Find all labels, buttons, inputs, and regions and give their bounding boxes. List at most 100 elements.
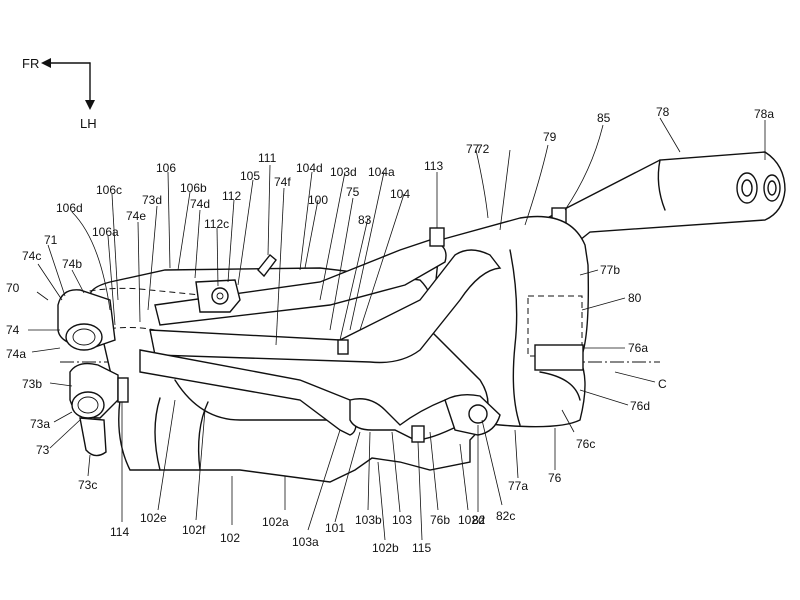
label-101: 101 (325, 521, 345, 535)
leader-102b (377, 461, 386, 541)
label-106b: 106b (180, 181, 207, 195)
leader-74c (37, 263, 63, 301)
leader-101 (334, 431, 361, 523)
label-76c: 76c (576, 437, 595, 451)
leader-76c (561, 409, 575, 433)
leader-103b (367, 431, 371, 511)
sensor-body (211, 287, 229, 305)
label-112c: 112c (204, 217, 229, 231)
label-76d: 76d (630, 399, 650, 413)
leader-106a (107, 235, 116, 326)
label-73: 73 (36, 443, 50, 457)
leader-102d (459, 443, 469, 511)
leader-73d (147, 205, 158, 311)
label-104a: 104a (368, 165, 395, 179)
pipe-104 (149, 249, 502, 364)
flange-bolt (468, 404, 488, 424)
leader-76b (429, 431, 439, 511)
leader-106d (71, 211, 111, 311)
silencer-seam-77a (509, 249, 521, 426)
leader-77b (579, 269, 599, 276)
label-106a: 106a (92, 225, 119, 239)
label-77: 77 (466, 142, 480, 156)
leader-74f (275, 187, 285, 346)
label-114: 114 (110, 525, 129, 539)
tail-pipe-78 (518, 151, 786, 245)
fr-arrow-head (41, 58, 51, 68)
port-73c (79, 417, 107, 457)
leader-75 (329, 197, 354, 331)
case-ridge (174, 379, 341, 421)
outlet-left-inner (741, 179, 753, 197)
leader-104 (359, 193, 405, 331)
mount-bolts (117, 227, 445, 443)
port-74-opening (65, 323, 103, 351)
leader-103a (307, 429, 341, 531)
leader-106b (177, 191, 191, 271)
label-74d: 74d (190, 197, 210, 211)
leader-70 (36, 291, 49, 301)
label-103b: 103b (355, 513, 382, 527)
leader-73 (49, 419, 81, 449)
leader-103 (391, 431, 401, 513)
label-77a: 77a (508, 479, 528, 493)
port-73 (69, 362, 119, 457)
label-77b: 77b (600, 263, 620, 277)
leader-100 (304, 199, 319, 269)
label-74f: 74f (274, 175, 291, 189)
label-115: 115 (412, 541, 431, 555)
label-105: 105 (240, 169, 260, 183)
pipe-hidden-path (69, 287, 211, 297)
leader-79 (524, 144, 549, 226)
tail-pipe-body (518, 151, 786, 245)
label-102b: 102b (372, 541, 399, 555)
label-74: 74 (6, 323, 20, 337)
label-74b: 74b (62, 257, 82, 271)
leader-106 (167, 171, 171, 269)
direction-indicator: FR LH (22, 56, 97, 131)
label-106: 106 (156, 161, 176, 175)
label-79: 79 (543, 130, 557, 144)
port-73-opening (71, 391, 105, 419)
label-76: 76 (548, 471, 562, 485)
leader-104a (349, 171, 385, 331)
leader-73c (87, 454, 91, 477)
leader-71 (47, 244, 66, 297)
label-85: 85 (597, 111, 611, 125)
label-70: 70 (6, 281, 20, 295)
port-74 (57, 289, 116, 351)
silencer-band-76a (534, 344, 584, 371)
leader-74d (194, 209, 201, 279)
bolt-113 (429, 227, 445, 247)
label-75: 75 (346, 185, 360, 199)
leader-112 (227, 199, 235, 283)
leader-106c (111, 193, 119, 301)
leader-74a (31, 347, 61, 353)
leader-72 (499, 149, 511, 231)
label-73d: 73d (142, 193, 162, 207)
label-104d: 104d (296, 161, 323, 175)
label-106d: 106d (56, 201, 83, 215)
label-111: 111 (258, 151, 277, 165)
label-102d: 102d (458, 513, 485, 527)
bolt-115 (411, 425, 425, 443)
silencer-seam-76d (539, 371, 581, 401)
lh-arrow-head (85, 100, 95, 110)
port-74-inner (72, 328, 96, 346)
label-80: 80 (628, 291, 642, 305)
bolt-114 (117, 377, 129, 403)
label-76a: 76a (628, 341, 648, 355)
leader-73b (49, 382, 73, 387)
case-edge-102e (154, 397, 161, 471)
leader-104d (299, 171, 313, 271)
leader-76d (579, 389, 629, 406)
flange-82 (444, 393, 501, 436)
leader-82c (481, 419, 503, 506)
tail-pipe-seam (657, 159, 666, 211)
leader-102e (157, 399, 176, 511)
leader-85 (564, 124, 604, 211)
leader-78 (659, 117, 681, 153)
reference-labels: 70 71 72 73 73a 73b 73c 73d 74 74a 74b 7… (6, 105, 774, 555)
leader-lines (28, 117, 766, 541)
